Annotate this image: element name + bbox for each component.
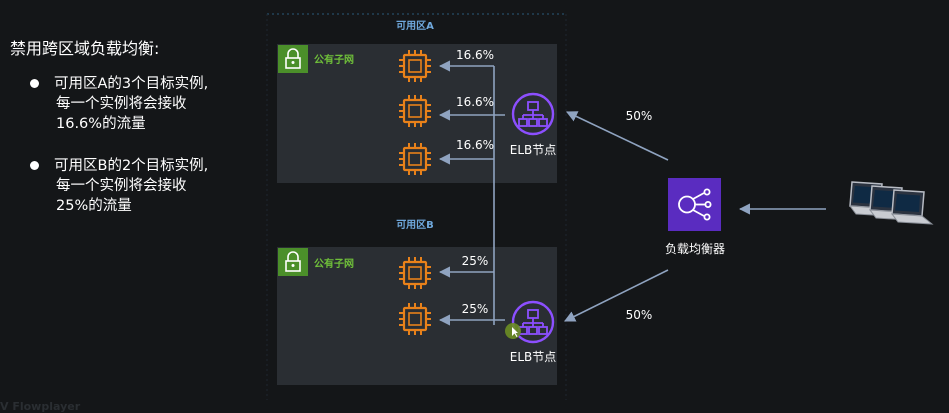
target-percent: 25% <box>462 302 489 316</box>
bullet-line: 可用区B的2个目标实例, <box>54 158 209 174</box>
lb-split-routes <box>563 111 826 322</box>
bullet-line: 16.6%的流量 <box>56 116 146 132</box>
split-percent-top: 50% <box>626 109 653 123</box>
bullet-list: 可用区A的3个目标实例, 每一个实例将会接收 16.6%的流量 可用区B的2个目… <box>10 74 270 216</box>
subnet-b-box <box>277 247 557 385</box>
bullet-line: 25%的流量 <box>56 198 132 214</box>
subnet-b-label: 公有子网 <box>314 257 354 270</box>
lock-icon <box>277 247 309 277</box>
az-b-label: 可用区B <box>396 219 434 231</box>
panel-title: 禁用跨区域负载均衡: <box>10 39 160 58</box>
bullet-line: 可用区A的3个目标实例, <box>54 76 209 92</box>
az-a-label: 可用区A <box>396 20 434 32</box>
load-balancer-icon <box>678 188 712 221</box>
zone-b-routes <box>438 266 505 326</box>
split-percent-bottom: 50% <box>626 308 653 322</box>
explanation-panel: 禁用跨区域负载均衡: 可用区A的3个目标实例, 每一个实例将会接收 16.6%的… <box>10 38 270 216</box>
target-percent: 16.6% <box>456 48 494 62</box>
target-percent: 16.6% <box>456 138 494 152</box>
bullet-zone-a: 可用区A的3个目标实例, 每一个实例将会接收 16.6%的流量 <box>10 74 270 134</box>
load-balancer-label: 负载均衡器 <box>665 242 725 256</box>
target-percent: 16.6% <box>456 95 494 109</box>
bullet-zone-b: 可用区B的2个目标实例, 每一个实例将会接收 25%的流量 <box>10 156 270 216</box>
elb-node-b-label: ELB节点 <box>510 350 557 364</box>
watermark-text: V Flowplayer <box>0 400 81 413</box>
subnet-a-box <box>277 44 557 183</box>
bullet-line: 每一个实例将会接收 <box>56 178 187 194</box>
mouse-cursor-icon <box>505 323 521 339</box>
lock-icon <box>277 44 309 74</box>
bullet-dot <box>30 79 39 88</box>
bullet-dot <box>30 161 39 170</box>
laptops-icon <box>849 181 933 225</box>
bullet-line: 每一个实例将会接收 <box>56 96 187 112</box>
elb-node-a-label: ELB节点 <box>510 143 557 157</box>
target-percent: 25% <box>462 254 489 268</box>
subnet-a-label: 公有子网 <box>314 53 354 66</box>
availability-zone-boundary <box>266 13 567 400</box>
zone-a-routes <box>438 60 505 325</box>
